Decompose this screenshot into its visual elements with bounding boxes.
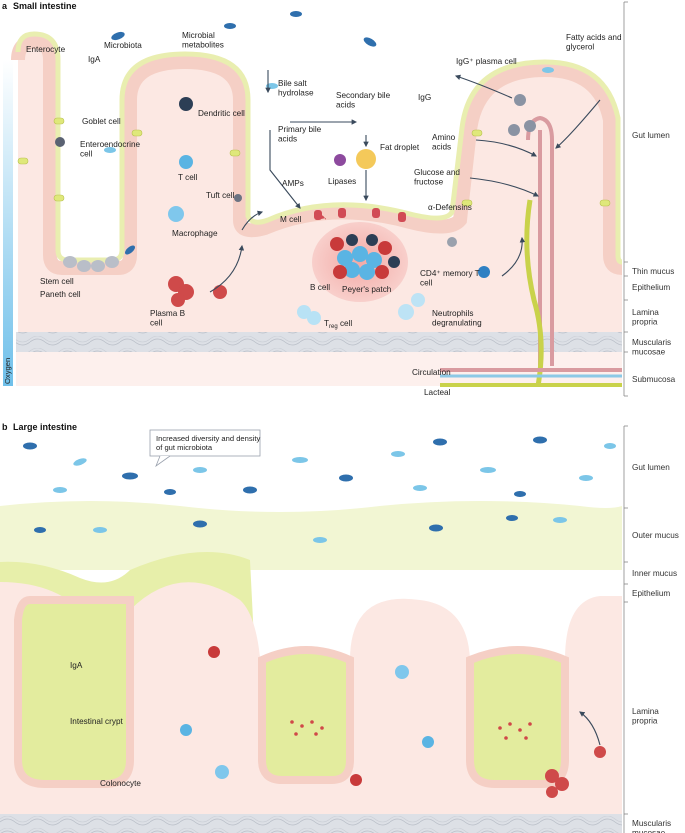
label-stem-cell: Stem cell	[40, 277, 74, 286]
lumen-microbiota-a	[104, 11, 554, 255]
label-treg-cell: Treg cell	[324, 319, 352, 330]
neutrophils	[398, 293, 425, 320]
tuft-cell	[234, 194, 242, 202]
muscularis-mucosae-a	[16, 332, 622, 352]
panel-a-title: Small intestine	[13, 1, 77, 11]
red-cell-b1	[208, 646, 220, 658]
plasma-arrow-b	[579, 711, 601, 746]
t-cell	[179, 155, 193, 169]
red-cell-b2	[350, 774, 362, 786]
igg-plasma-cells	[508, 94, 536, 136]
side-gut-lumen-a: Gut lumen	[632, 131, 670, 140]
treg-cells	[297, 305, 321, 325]
defensin-cell	[447, 237, 457, 247]
label-tuft-cell: Tuft cell	[206, 191, 235, 200]
stem-paneth-cells	[63, 256, 119, 272]
label-colonocyte: Colonocyte	[100, 779, 141, 788]
oxygen-label: Oxygen	[3, 358, 12, 384]
label-paneth-cell: Paneth cell	[40, 290, 81, 299]
macrophage-b2	[215, 765, 229, 779]
label-igg: IgG	[418, 93, 431, 102]
side-inner-mucus: Inner mucus	[632, 569, 677, 578]
fat-droplet	[356, 149, 376, 169]
enteroendocrine-cell	[55, 137, 65, 147]
label-t-cell: T cell	[178, 173, 198, 182]
side-gut-lumen-b: Gut lumen	[632, 463, 670, 472]
side-thin-mucus: Thin mucus	[632, 267, 674, 276]
panel-a-letter: a	[2, 1, 8, 11]
label-peyers-patch: Peyer's patch	[342, 285, 392, 294]
crypts	[14, 596, 569, 788]
outer-mucus-b	[0, 501, 622, 570]
peyers-b-cells	[330, 237, 392, 280]
side-bracket-a	[623, 1, 628, 397]
thin-mucus-a	[15, 31, 623, 265]
m-cells	[314, 208, 406, 222]
side-epithelium-a: Epithelium	[632, 283, 670, 292]
side-epithelium-b: Epithelium	[632, 589, 670, 598]
oxygen-gradient-bar	[3, 60, 13, 386]
panel-b-letter: b	[2, 422, 8, 432]
side-outer-mucus: Outer mucus	[632, 531, 679, 540]
macrophage	[168, 206, 184, 222]
panel-b: Increased diversity and density of gut m…	[0, 422, 679, 833]
crypt-secretions	[290, 720, 532, 740]
label-intestinal-crypt: Intestinal crypt	[70, 717, 124, 726]
callout-text: Increased diversity and density of gut m…	[156, 434, 262, 452]
label-microbiota: Microbiota	[104, 41, 142, 50]
lacteal-vessel	[524, 199, 544, 387]
side-bracket-b	[623, 425, 628, 833]
label-lipases: Lipases	[328, 177, 356, 186]
microbiota-callout	[149, 429, 261, 468]
panel-a: Oxygen	[2, 1, 676, 397]
pathway-arrows-a	[209, 70, 601, 293]
lumen-microbiota-b	[23, 436, 616, 543]
label-m-cell: M cell	[280, 215, 302, 224]
label-iga-a: IgA	[88, 55, 101, 64]
macrophage-b1	[395, 665, 409, 679]
t-cell-b1	[180, 724, 192, 736]
side-submucosa: Submucosa	[632, 375, 676, 384]
panel-b-title: Large intestine	[13, 422, 77, 432]
label-amps: AMPs	[282, 179, 304, 188]
t-cell-b2	[422, 736, 434, 748]
label-fat-droplet: Fat droplet	[380, 143, 420, 152]
label-lacteal: Lacteal	[424, 388, 451, 397]
plasma-cells-b	[545, 746, 606, 798]
label-iga-b: IgA	[70, 661, 83, 670]
dendritic-cell	[179, 97, 193, 111]
label-defensins: α-Defensins	[428, 203, 472, 212]
label-circulation: Circulation	[412, 368, 451, 377]
peyers-dendritic-cells	[346, 234, 400, 268]
label-macrophage: Macrophage	[172, 229, 218, 238]
label-igg-plasma-cell: IgG⁺ plasma cell	[456, 57, 517, 66]
goblet-cells	[17, 117, 611, 207]
callout-line: Increased diversity and density	[156, 434, 260, 443]
label-b-cell: B cell	[310, 283, 330, 292]
label-enterocyte: Enterocyte	[26, 45, 66, 54]
label-goblet-cell: Goblet cell	[82, 117, 121, 126]
muscularis-mucosae-b	[0, 814, 622, 833]
lipases	[334, 154, 346, 166]
label-dendritic-cell: Dendritic cell	[198, 109, 245, 118]
cd4-memory-t-cell	[478, 266, 490, 278]
